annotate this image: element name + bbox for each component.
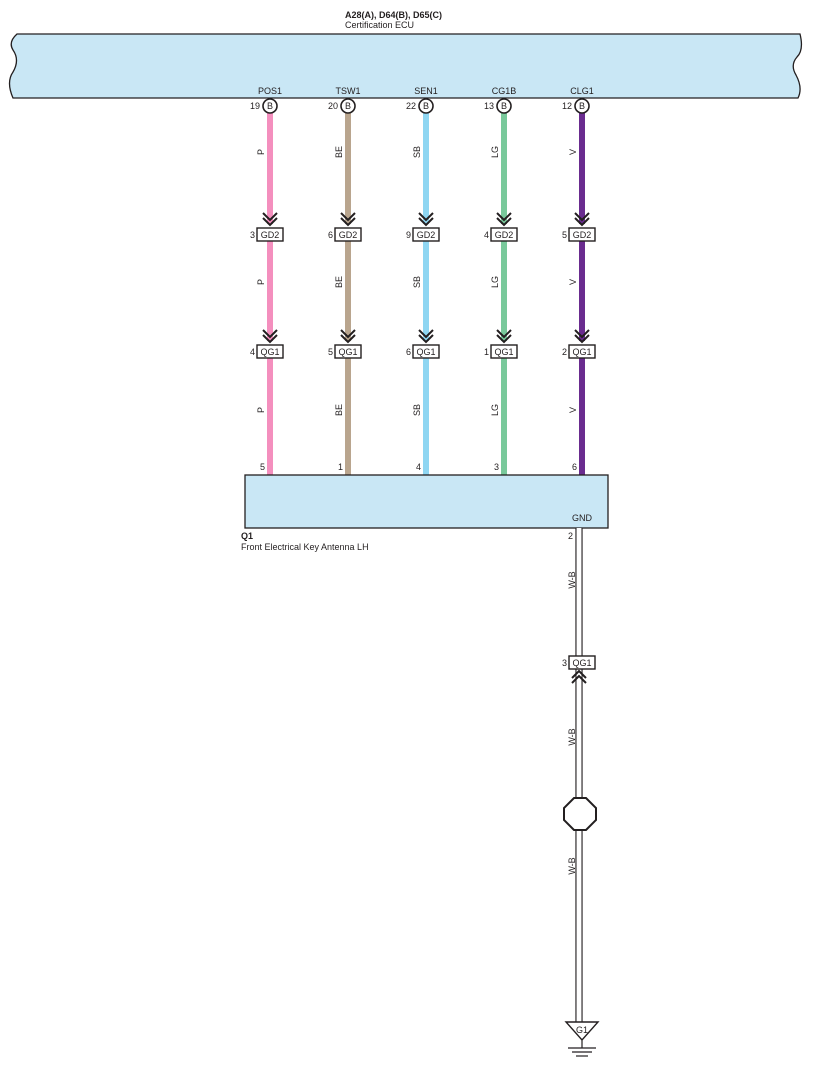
ecu-terminal-label: POS1 — [258, 86, 282, 96]
ecu-connector-letter: B — [579, 101, 585, 111]
qg1-connector-label: QG1 — [260, 347, 279, 357]
ground-point-label: G1 — [576, 1025, 588, 1035]
ground-color-label-3: W-B — [567, 857, 577, 874]
ecu-pin-number: 13 — [484, 101, 494, 111]
wire-color-label-2: P — [256, 279, 266, 285]
gd2-pin-number: 9 — [406, 230, 411, 240]
antenna-code: Q1 — [241, 531, 253, 541]
wire-color-label-2: LG — [490, 276, 500, 288]
ecu-connector-letter: B — [345, 101, 351, 111]
qg1-connector-label: QG1 — [572, 347, 591, 357]
gd2-connector-box — [412, 227, 440, 242]
wire-1: POS119BPPPGD23QG145B — [250, 86, 284, 489]
ecu-code: A28(A), D64(B), D65(C) — [345, 10, 442, 20]
qg1-connector-box — [334, 344, 362, 359]
ecu-connector-letter: B — [267, 101, 273, 111]
ecu-connector-letter: B — [501, 101, 507, 111]
ecu-pin-number: 22 — [406, 101, 416, 111]
ecu-connector-circle — [340, 98, 356, 114]
junction-octagon — [563, 797, 597, 831]
antenna-pin-number: 3 — [494, 462, 499, 472]
wire-color-label-3: P — [256, 407, 266, 413]
wire-color-label-1: P — [256, 149, 266, 155]
ecu-connector-letter: B — [423, 101, 429, 111]
qg1-pin-number: 4 — [250, 347, 255, 357]
ecu-pin-number: 19 — [250, 101, 260, 111]
antenna-pin-number: 1 — [338, 462, 343, 472]
antenna-pin-number: 5 — [260, 462, 265, 472]
ground-pin-label: 2 — [568, 531, 573, 541]
antenna-gnd-label: GND — [572, 513, 593, 523]
gd2-connector-label: GD2 — [573, 230, 592, 240]
wire-color-label-1: BE — [334, 146, 344, 158]
gd2-pin-number: 4 — [484, 230, 489, 240]
wire-4: CG1B13BLGLGLGGD24QG113ANT2 — [484, 86, 518, 489]
ecu-terminal-label: SEN1 — [414, 86, 438, 96]
antenna-name: Front Electrical Key Antenna LH — [241, 542, 369, 552]
ecu-pin-number: 20 — [328, 101, 338, 111]
ecu-terminal-label: CLG1 — [570, 86, 594, 96]
gd2-connector-box — [334, 227, 362, 242]
gd2-connector-box — [256, 227, 284, 242]
ecu-name: Certification ECU — [345, 20, 414, 30]
antenna-block — [244, 474, 609, 529]
gd2-pin-number: 5 — [562, 230, 567, 240]
wire-columns: POS119BPPPGD23QG145BTSW120BBEBEBEGD26QG1… — [250, 86, 596, 489]
wire-color-label-3: LG — [490, 404, 500, 416]
antenna-pin-number: 6 — [572, 462, 577, 472]
wire-color-label-3: BE — [334, 404, 344, 416]
gd2-pin-number: 6 — [328, 230, 333, 240]
wire-color-label-2: BE — [334, 276, 344, 288]
ecu-terminal-label: CG1B — [492, 86, 517, 96]
ecu-connector-circle — [418, 98, 434, 114]
wire-color-label-2: SB — [412, 276, 422, 288]
wire-color-label-3: SB — [412, 404, 422, 416]
ground-color-label-2: W-B — [567, 728, 577, 745]
gd2-connector-label: GD2 — [339, 230, 358, 240]
qg1-pin-number: 1 — [484, 347, 489, 357]
gd2-connector-label: GD2 — [261, 230, 280, 240]
qg1-pin-number: 5 — [328, 347, 333, 357]
qg1-connector-box — [412, 344, 440, 359]
wire-3: SEN122BSBSBSBGD29QG164SENS — [406, 86, 440, 489]
wire-2: TSW120BBEBEBEGD26QG151TRG+ — [328, 86, 362, 489]
ecu-connector-circle — [574, 98, 590, 114]
ground-qg1-connector: QG1 — [568, 655, 596, 684]
ecu-terminal-label: TSW1 — [335, 86, 360, 96]
wire-color-label-2: V — [568, 279, 578, 285]
wire-color-label-1: V — [568, 149, 578, 155]
qg1-connector-box — [490, 344, 518, 359]
ecu-pin-number: 12 — [562, 101, 572, 111]
wire-color-label-1: SB — [412, 146, 422, 158]
qg1-connector-label: QG1 — [494, 347, 513, 357]
ecu-connector-circle — [262, 98, 278, 114]
gd2-connector-box — [490, 227, 518, 242]
gd2-connector-label: GD2 — [495, 230, 514, 240]
gd2-pin-number: 3 — [250, 230, 255, 240]
qg1-connector-box — [568, 344, 596, 359]
qg1-connector-label: QG1 — [416, 347, 435, 357]
ground-qg1-pin: 3 — [562, 658, 567, 668]
qg1-pin-number: 2 — [562, 347, 567, 357]
gd2-connector-label: GD2 — [417, 230, 436, 240]
qg1-pin-number: 6 — [406, 347, 411, 357]
wire-5: CLG112BVVVGD25QG126ANT1 — [562, 86, 596, 489]
wire-color-label-3: V — [568, 407, 578, 413]
ground-symbol — [564, 1021, 600, 1057]
ecu-block — [8, 33, 803, 99]
qg1-connector-box — [256, 344, 284, 359]
ground-wire — [575, 528, 583, 1022]
ground-color-label-1: W-B — [567, 571, 577, 588]
antenna-pin-number: 4 — [416, 462, 421, 472]
ground-qg1-label: QG1 — [572, 658, 591, 668]
ecu-connector-circle — [496, 98, 512, 114]
wire-color-label-1: LG — [490, 146, 500, 158]
qg1-connector-label: QG1 — [338, 347, 357, 357]
gd2-connector-box — [568, 227, 596, 242]
